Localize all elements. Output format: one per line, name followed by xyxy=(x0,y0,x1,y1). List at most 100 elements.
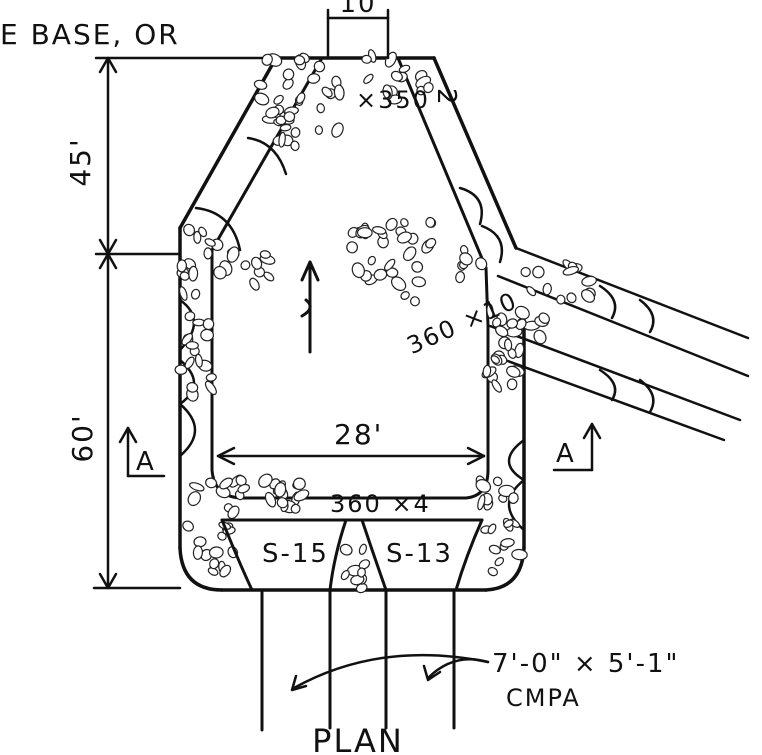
rock xyxy=(488,544,502,555)
rock xyxy=(506,378,518,391)
rock xyxy=(357,567,366,578)
right-top-label: 2 xyxy=(431,88,461,107)
rock xyxy=(398,64,411,74)
rock xyxy=(396,231,412,244)
rock xyxy=(372,226,387,235)
height-dimension xyxy=(92,56,264,590)
section-right-label: A xyxy=(556,439,576,469)
rock xyxy=(503,338,513,352)
rock xyxy=(340,570,350,581)
rock xyxy=(495,325,509,338)
rock xyxy=(390,70,403,82)
rock xyxy=(373,268,388,281)
view-title: PLAN xyxy=(312,722,404,755)
rock xyxy=(184,311,196,322)
rock xyxy=(265,106,280,119)
rock xyxy=(520,266,531,278)
rock xyxy=(290,127,301,138)
rock xyxy=(293,489,310,502)
rock xyxy=(316,103,326,114)
rock xyxy=(532,265,545,279)
rock xyxy=(193,230,202,244)
rock xyxy=(249,277,260,291)
top-width-label: 10 xyxy=(339,0,376,19)
rock xyxy=(264,491,277,508)
wall-scallops xyxy=(178,136,526,532)
rock xyxy=(411,276,427,288)
section-marker-right xyxy=(552,422,602,472)
spec-bottom-label: 360 ×4 xyxy=(330,490,431,518)
rock xyxy=(351,262,365,279)
rock xyxy=(219,564,232,578)
rock xyxy=(193,536,207,548)
rock xyxy=(423,82,434,94)
rock xyxy=(411,260,424,273)
rock xyxy=(475,479,492,493)
spec-top-label: ×350 xyxy=(356,86,430,114)
outlet-pipes xyxy=(220,518,484,732)
rock xyxy=(278,131,286,148)
rock xyxy=(533,329,547,345)
rock xyxy=(279,123,292,132)
rock xyxy=(390,276,407,292)
rock xyxy=(514,342,525,359)
rock xyxy=(382,84,393,100)
rock xyxy=(174,364,188,376)
rock xyxy=(508,492,519,504)
rock xyxy=(356,227,373,239)
rock xyxy=(202,318,215,331)
rock xyxy=(490,355,500,364)
upper-height-label: 45' xyxy=(64,137,97,186)
rock xyxy=(358,543,367,555)
rock xyxy=(367,255,376,266)
rock xyxy=(491,379,503,393)
rock xyxy=(273,94,284,105)
rock xyxy=(194,353,203,368)
rock xyxy=(259,250,271,259)
bottom-width-dimension xyxy=(216,446,486,466)
rock xyxy=(219,477,233,490)
flow-arrow xyxy=(300,260,320,354)
rock xyxy=(258,473,273,488)
rock xyxy=(487,566,498,577)
rock xyxy=(477,494,486,511)
rock xyxy=(455,271,466,284)
rock xyxy=(192,545,204,560)
rock xyxy=(290,503,301,514)
rock xyxy=(295,92,306,104)
rock xyxy=(187,491,202,507)
rock xyxy=(251,256,263,270)
rock xyxy=(331,122,344,138)
rock xyxy=(400,291,410,300)
rock xyxy=(566,292,577,304)
rock xyxy=(503,519,514,528)
rock xyxy=(556,294,566,305)
top-note: E BASE, OR xyxy=(0,18,180,51)
rock xyxy=(282,68,295,81)
rock xyxy=(333,84,345,101)
rock xyxy=(500,538,515,548)
outlet-right-label: S-13 xyxy=(386,539,453,569)
rock xyxy=(486,303,494,319)
rock xyxy=(283,111,296,123)
rock xyxy=(383,258,396,271)
rock xyxy=(475,257,488,271)
rock xyxy=(209,558,220,570)
rock xyxy=(237,483,251,494)
rock xyxy=(183,223,196,237)
rock xyxy=(482,364,492,378)
rock xyxy=(402,246,417,262)
rock xyxy=(227,505,240,520)
rock xyxy=(178,286,188,301)
rock xyxy=(198,226,208,238)
rock xyxy=(459,252,473,266)
rock xyxy=(492,317,502,328)
rock xyxy=(542,282,552,296)
rock xyxy=(425,237,437,249)
rock xyxy=(581,275,597,287)
rock xyxy=(208,546,224,559)
rock xyxy=(200,328,214,342)
rock xyxy=(385,217,398,231)
rock xyxy=(363,73,374,85)
